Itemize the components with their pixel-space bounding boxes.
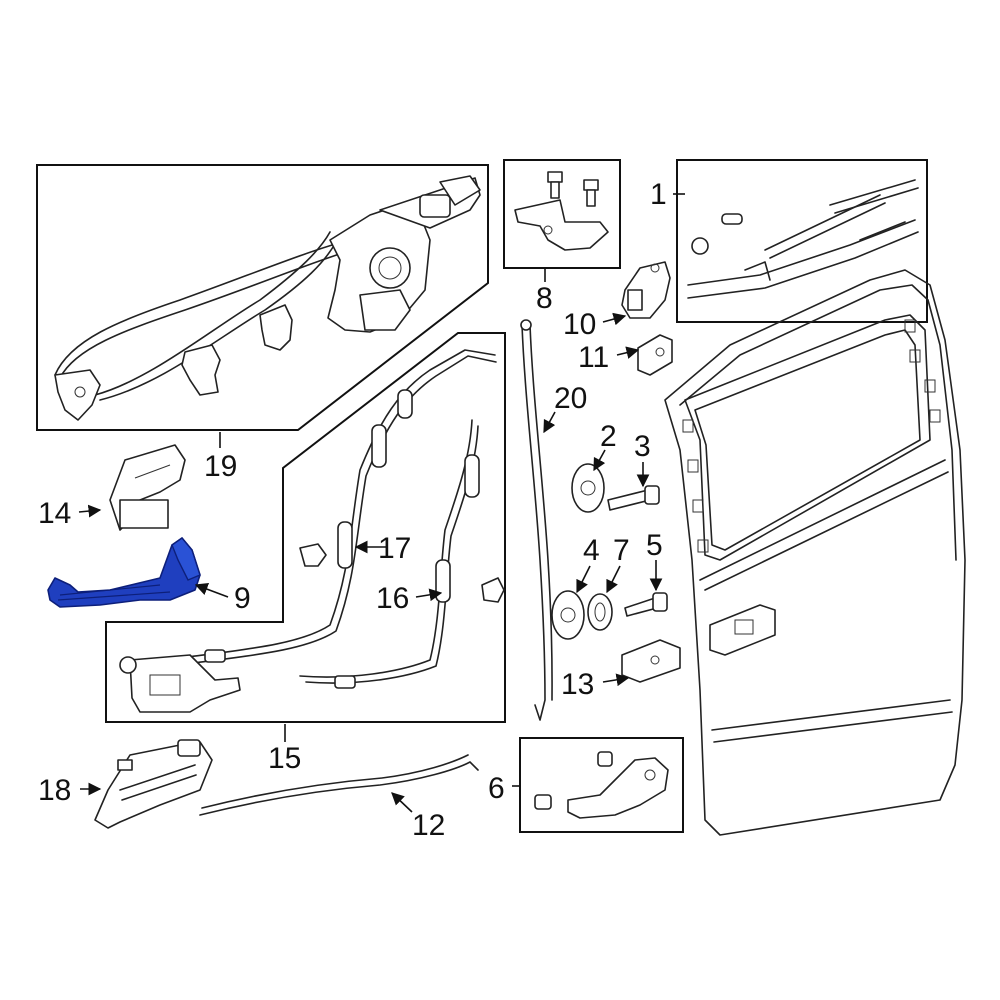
callout-5: 5 xyxy=(646,529,663,562)
callout-20: 20 xyxy=(554,382,587,415)
sliding-door-panel xyxy=(664,269,966,836)
callout-8: 8 xyxy=(536,282,553,315)
group-1-weatherstrip xyxy=(676,159,928,323)
callout-13: 13 xyxy=(561,668,594,701)
callout-1: 1 xyxy=(650,178,667,211)
callout-6: 6 xyxy=(488,772,505,805)
part-9-highlighted-bracket[interactable] xyxy=(47,537,201,608)
part-12-rod xyxy=(199,754,479,816)
part-20-rod xyxy=(520,319,553,721)
callout-14: 14 xyxy=(38,497,71,530)
part-5-bolt xyxy=(624,592,668,617)
callout-18: 18 xyxy=(38,774,71,807)
part-18-handle xyxy=(94,739,213,829)
leader-lines xyxy=(78,193,685,813)
group-6-hinge xyxy=(519,737,684,833)
callout-16: 16 xyxy=(376,582,409,615)
part-11-bracket xyxy=(637,334,673,376)
group-19-window-regulator xyxy=(36,164,489,431)
part-14-bracket xyxy=(109,444,186,531)
part-10-bracket xyxy=(621,261,671,319)
callout-2: 2 xyxy=(600,420,617,453)
part-9-flange[interactable] xyxy=(171,537,201,581)
callout-3: 3 xyxy=(634,430,651,463)
callout-9: 9 xyxy=(234,582,251,615)
part-2-striker-plate xyxy=(571,463,605,513)
callout-7: 7 xyxy=(613,534,630,567)
group-8-hinge xyxy=(503,159,621,269)
part-3-bolt xyxy=(607,485,660,511)
callout-19: 19 xyxy=(204,450,237,483)
callout-17: 17 xyxy=(378,532,411,565)
part-13-bracket xyxy=(621,639,681,683)
callout-11: 11 xyxy=(578,341,609,374)
callout-labels: 1 19 8 10 11 20 2 3 4 7 5 13 17 16 14 9 … xyxy=(38,178,667,842)
callout-10: 10 xyxy=(563,308,596,341)
clip-fastener-right xyxy=(481,577,505,603)
callout-15: 15 xyxy=(268,742,301,775)
part-7-washer xyxy=(587,593,613,631)
callout-4: 4 xyxy=(583,534,600,567)
callout-12: 12 xyxy=(412,809,445,842)
part-4-striker-plate xyxy=(551,590,585,640)
clip-fastener-left xyxy=(299,543,327,567)
